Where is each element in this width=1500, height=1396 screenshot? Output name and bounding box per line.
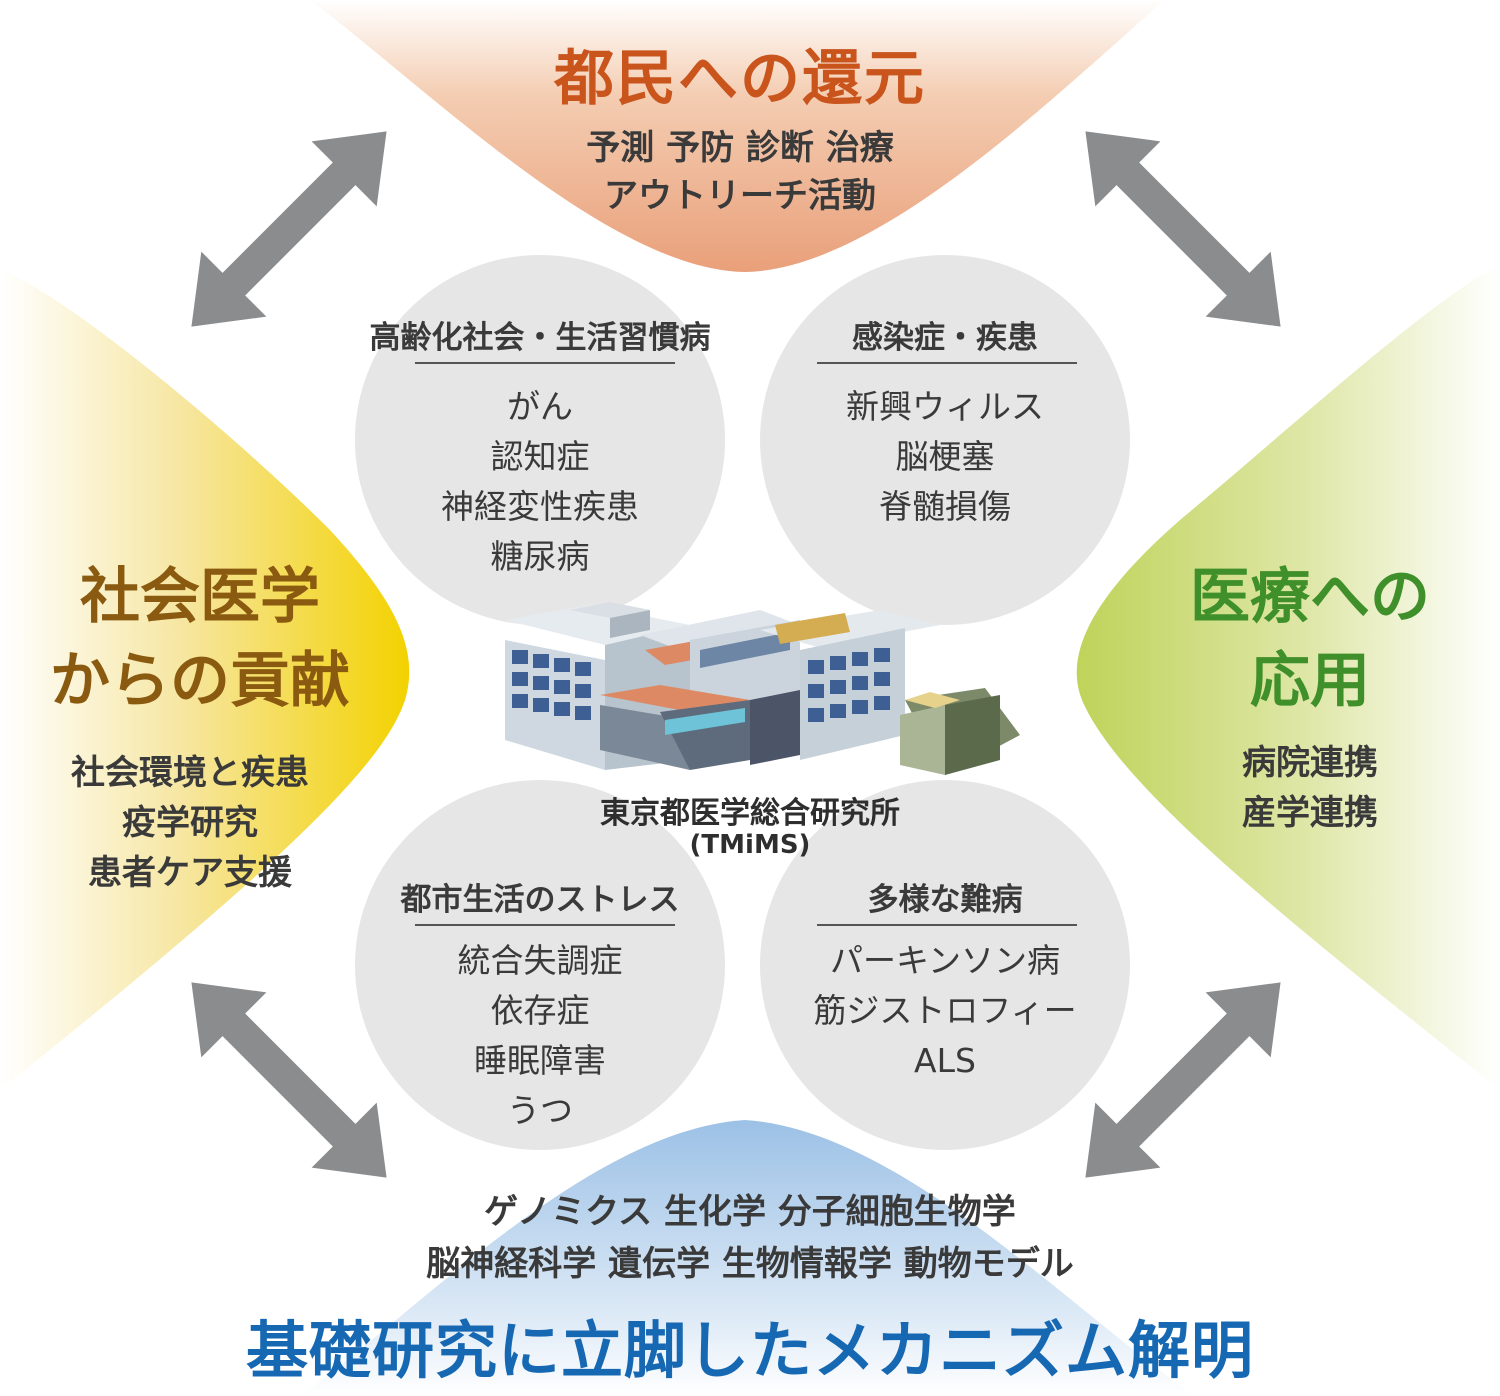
list-item: ALS <box>914 1041 976 1080</box>
list-item: パーキンソン病 <box>829 941 1060 980</box>
circle-heading: 高齢化社会・生活習慣病 <box>369 320 711 356</box>
institute-name: 東京都医学総合研究所 <box>600 796 900 831</box>
circle-items: 新興ウィルス 脳梗塞 脊髄損傷 <box>765 382 1125 532</box>
bottom-title: 基礎研究に立脚したメカニズム解明 <box>245 1314 1254 1387</box>
left-line: 疫学研究 <box>122 803 258 843</box>
list-item: 脊髄損傷 <box>879 487 1011 526</box>
top-fan <box>310 0 1165 272</box>
double-arrow-icon <box>191 131 1281 1178</box>
circle-items: パーキンソン病 筋ジストロフィー ALS <box>765 936 1125 1086</box>
top-line: 予測 予防 診断 治療 <box>586 128 894 168</box>
list-item: 睡眠障害 <box>474 1041 606 1080</box>
right-sublist: 病院連携 産学連携 <box>1160 738 1460 838</box>
circle-aging <box>355 255 725 625</box>
list-item: 統合失調症 <box>457 941 623 980</box>
circle-heading: 都市生活のストレス <box>400 882 680 918</box>
left-line: 患者ケア支援 <box>88 853 292 893</box>
right-fan <box>1076 265 1500 1090</box>
bottom-line: ゲノミクス 生化学 分子細胞生物学 <box>484 1192 1016 1232</box>
left-fan <box>0 270 410 1090</box>
list-item: 筋ジストロフィー <box>813 991 1077 1030</box>
list-item: うつ <box>507 1091 573 1130</box>
list-item: 認知症 <box>490 437 590 476</box>
list-item: 脳梗塞 <box>895 437 995 476</box>
bottom-sublist: ゲノミクス 生化学 分子細胞生物学 脳神経科学 遺伝学 生物情報学 動物モデル <box>280 1186 1220 1290</box>
list-item: 新興ウィルス <box>846 387 1044 426</box>
circle-heading: 多様な難病 <box>867 882 1023 918</box>
right-line: 産学連携 <box>1242 793 1378 833</box>
right-title-line: 応用 <box>1250 646 1370 716</box>
list-item: 神経変性疾患 <box>441 487 639 526</box>
right-line: 病院連携 <box>1242 743 1378 783</box>
bottom-fan <box>300 1120 1195 1396</box>
circle-stress <box>355 780 725 1150</box>
list-item: がん <box>507 387 573 426</box>
list-item: 糖尿病 <box>490 537 590 576</box>
circle-items: がん 認知症 神経変性疾患 糖尿病 <box>360 382 720 582</box>
circle-intractable <box>760 780 1130 1150</box>
left-line: 社会環境と疾患 <box>71 753 309 793</box>
circle-items: 統合失調症 依存症 睡眠障害 うつ <box>360 936 720 1136</box>
bottom-line: 脳神経科学 遺伝学 生物情報学 動物モデル <box>426 1244 1074 1284</box>
top-title: 都民への還元 <box>554 44 926 114</box>
institute-abbr: (TMiMS) <box>689 830 811 860</box>
left-title: 社会医学 からの貢献 <box>20 555 380 723</box>
right-title-line: 医療への <box>1190 562 1430 632</box>
left-sublist: 社会環境と疾患 疫学研究 患者ケア支援 <box>20 748 360 898</box>
building-icon <box>505 602 1020 775</box>
circle-infection <box>760 255 1130 625</box>
top-line: アウトリーチ活動 <box>604 176 876 216</box>
top-sublist: 予測 予防 診断 治療 アウトリーチ活動 <box>470 124 1010 220</box>
list-item: 依存症 <box>490 991 590 1030</box>
right-title: 医療への 応用 <box>1160 555 1460 723</box>
circle-heading: 感染症・疾患 <box>852 320 1038 356</box>
left-title-line: からの貢献 <box>50 646 350 716</box>
left-title-line: 社会医学 <box>80 562 320 632</box>
